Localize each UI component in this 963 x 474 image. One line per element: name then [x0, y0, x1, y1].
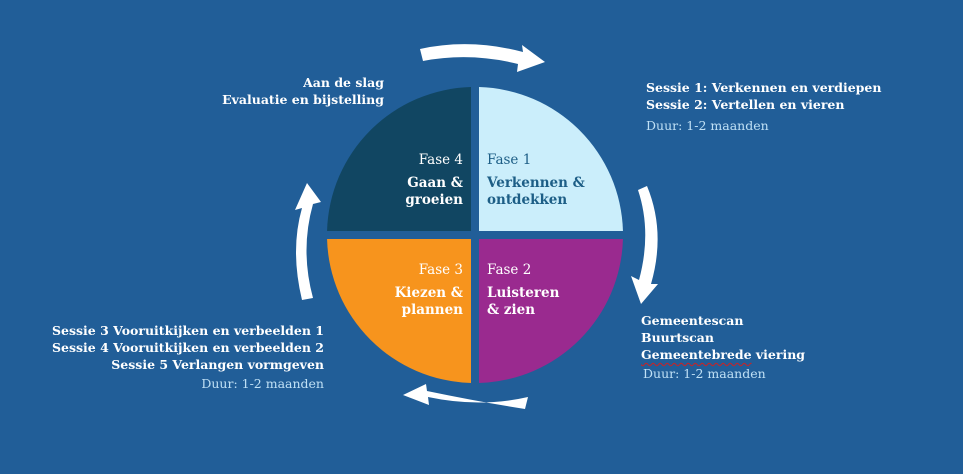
fase1-label: Fase 1 Verkennen & ontdekken — [487, 151, 585, 209]
arrow-top-icon — [420, 44, 545, 72]
fase1-number: Fase 1 — [487, 152, 532, 168]
spellcheck-underlined-word: Gemeentebrede — [641, 347, 752, 362]
fase1-title-line2: ontdekken — [487, 192, 568, 208]
duration-text: Duur: 1-2 maanden — [201, 376, 324, 391]
quadrant-fase1 — [479, 87, 623, 231]
fase4-title-line1: Gaan & — [407, 175, 463, 191]
quadrant-fase2 — [479, 239, 623, 383]
fase3-title: Kiezen & plannen — [395, 285, 463, 319]
arrow-bottom-icon — [403, 384, 528, 409]
duration-text: Duur: 1-2 maanden — [643, 366, 766, 381]
fase3-annotation: Sessie 3 Vooruitkijken en verbeelden 1 S… — [52, 322, 324, 391]
quadrant-fase3 — [327, 239, 471, 383]
fase2-title-line1: Luisteren — [487, 285, 560, 301]
annotation-line: Buurtscan — [641, 330, 714, 345]
fase3-title-line2: plannen — [401, 302, 463, 318]
fase2-label: Fase 2 Luisteren & zien — [487, 261, 559, 319]
fase4-title: Gaan & groeien — [405, 175, 463, 209]
fase1-title-line1: Verkennen & — [487, 175, 585, 191]
annotation-line: Sessie 2: Vertellen en vieren — [646, 97, 845, 112]
annotation-line: Sessie 3 Vooruitkijken en verbeelden 1 — [52, 323, 324, 338]
duration-text: Duur: 1-2 maanden — [646, 118, 769, 133]
fase3-label: Fase 3 Kiezen & plannen — [395, 261, 463, 319]
annotation-line: Gemeentebrede viering — [641, 346, 805, 363]
fase2-title-line2: & zien — [487, 302, 536, 318]
annotation-line: Sessie 5 Verlangen vormgeven — [111, 357, 324, 372]
fase4-number: Fase 4 — [418, 152, 463, 168]
fase4-annotation: Aan de slag Evaluatie en bijstelling — [222, 74, 384, 108]
fase4-title-line2: groeien — [405, 192, 463, 208]
fase2-number: Fase 2 — [487, 262, 532, 278]
quadrant-fase4 — [327, 87, 471, 231]
annotation-line: Aan de slag — [303, 75, 384, 90]
fase4-label: Fase 4 Gaan & groeien — [405, 151, 463, 209]
annotation-line: Sessie 1: Verkennen en verdiepen — [646, 80, 882, 95]
fase2-annotation: Gemeentescan Buurtscan Gemeentebrede vie… — [641, 312, 805, 381]
fase3-title-line1: Kiezen & — [394, 285, 463, 301]
arrow-right-icon — [631, 186, 658, 304]
fase2-title: Luisteren & zien — [487, 285, 559, 319]
annotation-word: viering — [751, 347, 806, 362]
annotation-line: Gemeentescan — [641, 313, 744, 328]
annotation-line: Sessie 4 Vooruitkijken en verbeelden 2 — [52, 340, 324, 355]
fase1-annotation: Sessie 1: Verkennen en verdiepen Sessie … — [646, 79, 881, 133]
arrow-left-icon — [295, 183, 321, 300]
fase1-title: Verkennen & ontdekken — [487, 175, 585, 209]
annotation-line: Evaluatie en bijstelling — [222, 92, 384, 107]
fase3-number: Fase 3 — [418, 262, 463, 278]
